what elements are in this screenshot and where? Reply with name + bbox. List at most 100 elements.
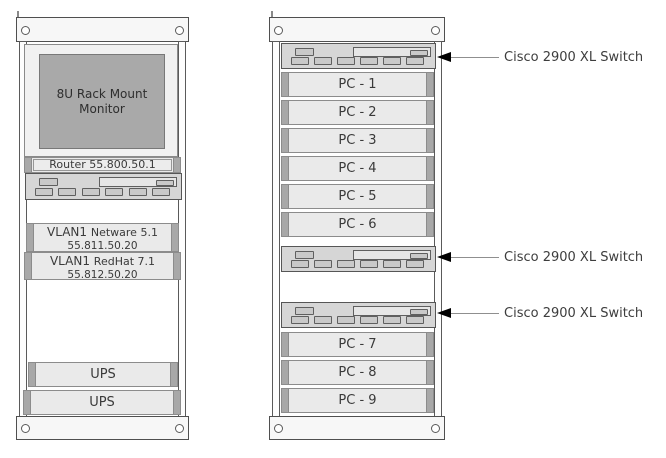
callout-switch-2: Cisco 2900 XL Switch: [437, 248, 643, 266]
callout-label: Cisco 2900 XL Switch: [504, 305, 644, 321]
callout-label: Cisco 2900 XL Switch: [504, 249, 644, 265]
switch-port-icon: [406, 57, 424, 65]
pc-label: PC - 8: [338, 364, 377, 380]
pc-2: PC - 2: [281, 100, 434, 125]
router-label: Router 55.800.50.1: [33, 159, 172, 171]
switch-port-icon: [35, 188, 53, 196]
rack-notch: [271, 11, 273, 18]
switch-port-icon: [39, 178, 58, 186]
switch-port-icon: [360, 57, 378, 65]
switch-port-icon: [151, 188, 170, 196]
switch-port-row: [291, 260, 424, 268]
switch-port-icon: [406, 260, 424, 268]
switch-port-icon: [291, 316, 309, 324]
switch-port-icon: [360, 260, 378, 268]
rack-bottom-bar: [16, 416, 189, 440]
screw-hole-icon: [431, 25, 440, 35]
arrowhead-icon: [437, 252, 451, 262]
switch-port-icon: [314, 260, 332, 268]
pc-label: PC - 3: [338, 132, 377, 148]
cisco-switch-3: [281, 302, 436, 328]
rack-notch: [17, 11, 19, 18]
server-title: VLAN1 Netware 5.1: [47, 225, 158, 239]
pc-5: PC - 5: [281, 184, 434, 209]
switch-port-icon: [291, 57, 309, 65]
monitor-label: 8U Rack Mount Monitor: [56, 86, 148, 116]
arrowhead-icon: [437, 308, 451, 318]
pc-label: PC - 6: [338, 216, 377, 232]
pc-label: PC - 1: [338, 76, 377, 92]
switch-port-row: [291, 316, 424, 324]
switch-port-icon: [383, 260, 401, 268]
switch-uplink-slot: [353, 306, 431, 316]
ups-unit-2: UPS: [23, 390, 181, 415]
pc-label: PC - 9: [338, 392, 377, 408]
pc-4: PC - 4: [281, 156, 434, 181]
switch-port-icon: [383, 316, 401, 324]
rack-rail-left: [272, 41, 280, 417]
monitor-screen: 8U Rack Mount Monitor: [39, 54, 165, 149]
switch-port-icon: [295, 307, 314, 315]
switch-port-icon: [295, 48, 314, 56]
screw-hole-icon: [274, 424, 283, 433]
switch-uplink-slot: [99, 177, 177, 187]
callout-line: [451, 56, 499, 58]
switch-port-row: [35, 188, 170, 196]
switch-port-icon: [383, 57, 401, 65]
switch-uplink-slot: [353, 250, 431, 260]
switch-port-icon: [410, 309, 428, 315]
router: Router 55.800.50.1: [24, 157, 181, 173]
rack-rail-right: [178, 41, 186, 417]
callout-line: [451, 312, 499, 314]
screw-hole-icon: [431, 424, 440, 433]
arrowhead-icon: [437, 52, 451, 62]
server-title: VLAN1 RedHat 7.1: [49, 254, 156, 268]
switch-port-icon: [156, 180, 174, 186]
switch-port-icon: [295, 251, 314, 259]
cisco-switch-1: [281, 43, 436, 69]
switch-port-icon: [128, 188, 147, 196]
pc-label: PC - 2: [338, 104, 377, 120]
pc-label: PC - 5: [338, 188, 377, 204]
switch-port-icon: [105, 188, 124, 196]
pc-3: PC - 3: [281, 128, 434, 153]
server-ip: 55.812.50.20: [67, 269, 138, 281]
rack-rail-right: [434, 41, 442, 417]
pc-6: PC - 6: [281, 212, 434, 237]
callout-line: [451, 256, 499, 258]
switch-port-icon: [337, 316, 355, 324]
ups-label: UPS: [90, 366, 116, 382]
callout-label: Cisco 2900 XL Switch: [504, 49, 644, 65]
ups-unit-1: UPS: [28, 362, 178, 387]
switch-port-icon: [406, 316, 424, 324]
switch-port-row: [291, 57, 424, 65]
rack-top-bar: [269, 17, 445, 42]
rack-mount-monitor: 8U Rack Mount Monitor: [24, 44, 178, 157]
switch-port-icon: [410, 253, 428, 259]
server-vlan1-redhat: VLAN1 RedHat 7.1 55.812.50.20: [24, 252, 181, 281]
switch-port-icon: [58, 188, 77, 196]
pc-label: PC - 7: [338, 336, 377, 352]
pc-8: PC - 8: [281, 360, 434, 385]
screw-hole-icon: [274, 25, 283, 35]
switch-panel: [25, 173, 182, 200]
callout-switch-1: Cisco 2900 XL Switch: [437, 48, 643, 66]
server-vlan1-netware: VLAN1 Netware 5.1 55.811.50.20: [26, 223, 179, 252]
ups-label: UPS: [89, 394, 115, 410]
pc-label: PC - 4: [338, 160, 377, 176]
cisco-switch-2: [281, 246, 436, 272]
switch-port-icon: [337, 57, 355, 65]
rack-bottom-bar: [269, 416, 445, 440]
server-ip: 55.811.50.20: [67, 240, 138, 252]
screw-hole-icon: [175, 424, 184, 433]
switch-port-icon: [291, 260, 309, 268]
switch-port-icon: [410, 50, 428, 56]
switch-port-icon: [337, 260, 355, 268]
pc-9: PC - 9: [281, 388, 434, 413]
screw-hole-icon: [21, 25, 30, 35]
switch-port-icon: [360, 316, 378, 324]
pc-1: PC - 1: [281, 72, 434, 97]
rack-top-bar: [16, 17, 189, 42]
screw-hole-icon: [21, 424, 30, 433]
switch-port-icon: [314, 316, 332, 324]
